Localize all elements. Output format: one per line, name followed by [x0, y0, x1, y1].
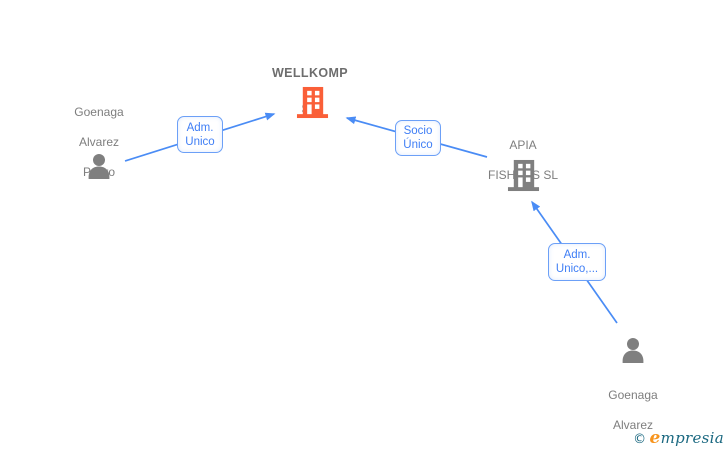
edge-label-adm-unico-2[interactable]: Adm. Unico,... — [548, 243, 606, 281]
empresia-watermark: ©empresia — [633, 428, 724, 448]
copyright-symbol: © — [633, 432, 647, 447]
empresia-logo-e: e — [649, 428, 661, 448]
node-goenaga-alvarez-pedro-2[interactable]: Goenaga Alvarez Pedro... — [583, 335, 683, 450]
node-wellkomp-sl[interactable]: WELLKOMP SL — [250, 46, 370, 120]
person-icon — [82, 151, 116, 185]
node-goenaga-alvarez-pedro[interactable]: Goenaga Alvarez Pedro — [49, 90, 149, 186]
company-building-icon-gray — [507, 159, 540, 192]
empresia-logo-text: mpresia — [660, 429, 724, 447]
edge-label-socio-unico[interactable]: Socio Único — [395, 120, 441, 156]
person-name-goenaga-bottom: Goenaga Alvarez Pedro... — [608, 388, 658, 450]
node-apia-fishers-sl[interactable]: APIA FISHERS SL — [463, 123, 583, 193]
edge-label-adm-unico[interactable]: Adm. Unico — [177, 116, 223, 153]
company-building-icon — [296, 86, 329, 119]
person-icon — [616, 335, 650, 369]
